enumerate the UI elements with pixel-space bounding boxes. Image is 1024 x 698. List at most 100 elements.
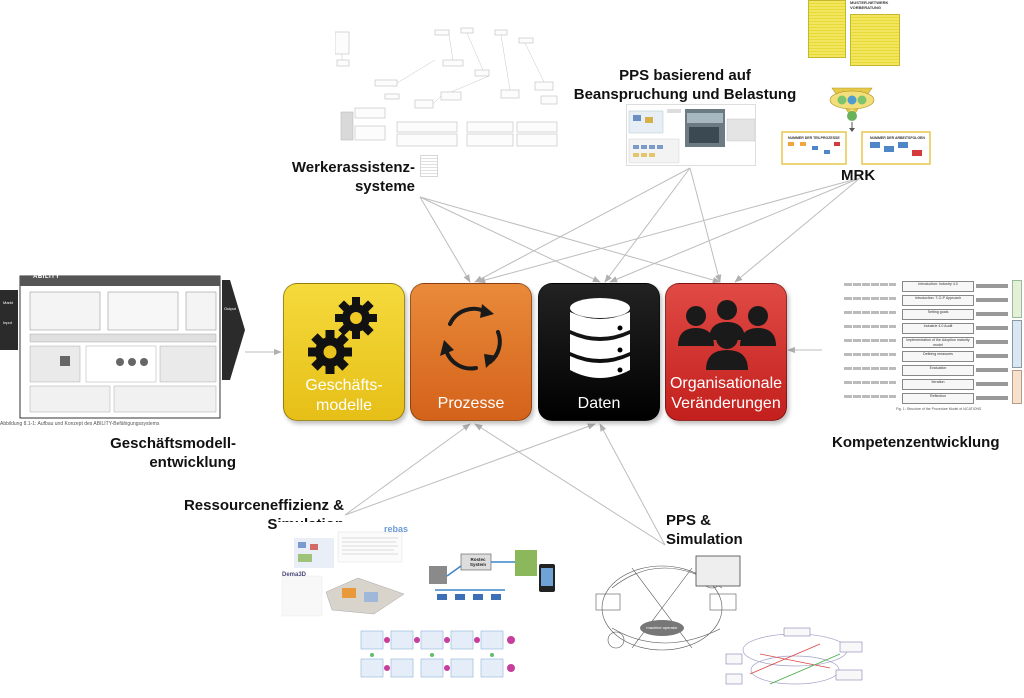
- arrow-ressourcen-daten: [344, 423, 596, 516]
- rostec-system-label: Rostec System: [469, 557, 486, 567]
- maturity-model-arrow: [976, 382, 1008, 386]
- maturity-model-note: [844, 311, 896, 314]
- caption-line1: PPS basierend auf: [619, 67, 751, 84]
- arrow-mrk-daten: [609, 177, 861, 283]
- pps-belastung-thumbnail: [626, 104, 756, 166]
- maturity-model-step: Iteration: [902, 379, 974, 390]
- machine-operator-label: machine operator: [646, 625, 678, 630]
- people-group-icon: [678, 300, 776, 370]
- maturity-model-step: Industrie 4.0 Audit: [902, 323, 974, 334]
- mrk-left-title: NUMMER DER TEILPROZESSE: [788, 136, 840, 140]
- hub-daten: Daten: [538, 283, 660, 421]
- database-icon: [570, 298, 630, 378]
- werkerassistenz-small-list: [420, 155, 438, 177]
- maturity-model-note: [844, 381, 896, 384]
- cycle-arrows-icon: [440, 304, 502, 371]
- maturity-model-step: Reflection: [902, 393, 974, 404]
- maturity-model-step: Evaluation: [902, 365, 974, 376]
- maturity-model-note: [844, 395, 896, 398]
- maturity-model-arrow: [976, 326, 1008, 330]
- arrow-werker-org: [419, 196, 721, 284]
- hub-label-line2: Veränderungen: [671, 395, 781, 412]
- caption-werkerassistenz: Werkerassistenz- systeme: [290, 158, 415, 196]
- mrk-thumbnail: NUMMER DER TEILPROZESSE NUMMER DER ARBEI…: [780, 84, 932, 166]
- arrow-werker-prozesse: [419, 196, 471, 283]
- caption-line1: Ressourceneffizienz &: [183, 497, 344, 514]
- hub-organisationale-veraenderungen: Organisationale Veränderungen: [665, 283, 787, 421]
- caption-line2: Beanspruchung und Belastung: [573, 86, 797, 103]
- arrow-werker-daten: [419, 196, 601, 283]
- maturity-model-step: Implementation of the Adoption maturity …: [902, 337, 974, 348]
- arrow-ressourcen-prozesse: [344, 423, 471, 516]
- maturity-model-step-label: Reflection: [930, 394, 946, 398]
- caption-mrk: MRK: [841, 167, 876, 184]
- maturity-model-step: Setting goals: [902, 309, 974, 320]
- ressourceneffizienz-thumbnail-2: Rostec System: [425, 546, 560, 606]
- caption-line2: entwicklung: [149, 454, 236, 471]
- maturity-model-arrow: [976, 284, 1008, 288]
- maturity-model-arrow: [976, 340, 1008, 344]
- hub-label-line1: Geschäfts-: [305, 377, 383, 394]
- caption-line1: Geschäftsmodell-: [110, 435, 236, 452]
- arrow-ppsbel-prozesse: [474, 167, 691, 283]
- maturity-model-step-label: Iteration: [931, 380, 945, 384]
- pps-simulation-thumbnail-1: machine operator: [592, 548, 742, 658]
- caption-kompetenzentwicklung: Kompetenzentwicklung: [832, 434, 1000, 451]
- hub-geschaeftsmodelle: Geschäfts- modelle: [283, 283, 405, 421]
- maturity-model-step-label: Setting goals: [927, 310, 949, 314]
- maturity-model-step-label: Evaluation: [929, 366, 947, 370]
- maturity-model-step: Introduction: T-O-P Approach: [902, 295, 974, 306]
- arrow-ppsbel-org: [689, 167, 722, 283]
- ability-figure-caption: Abbildung 8.1-1: Aufbau und Konzept des …: [0, 421, 160, 427]
- maturity-model-phase-refl: [1012, 370, 1022, 404]
- arrow-ppssim-daten: [599, 423, 666, 546]
- maturity-model-step-label: Defining measures: [923, 352, 953, 356]
- ability-tab-markt: Markt: [3, 300, 13, 305]
- caption-geschaeftsmodellentwicklung: Geschäftsmodell- entwicklung: [104, 434, 236, 472]
- arrow-ppsbel-daten: [604, 167, 691, 283]
- dema3d-logo: Dema3D: [282, 572, 307, 578]
- hub-label-line1: Organisationale: [669, 375, 783, 392]
- maturity-model-note: [844, 367, 896, 370]
- hub-prozesse: Prozesse: [410, 283, 532, 421]
- arrow-ppssim-prozesse: [474, 423, 666, 546]
- gears-icon: [308, 297, 377, 374]
- rebas-logo: rebas: [384, 524, 408, 534]
- maturity-model-note: [844, 353, 896, 356]
- hub-label: Prozesse: [437, 395, 505, 412]
- ability-tab-output: Output: [224, 306, 237, 311]
- caption-pps-simulation: PPS & Simulation: [666, 511, 743, 549]
- ressourceneffizienz-thumbnail-3: [357, 625, 533, 685]
- maturity-model-arrow: [976, 396, 1008, 400]
- maturity-model-phase-prep: [1012, 280, 1022, 318]
- ability-tab-input: Input: [3, 320, 12, 325]
- caption-pps-belastung: PPS basierend auf Beanspruchung und Bela…: [566, 66, 804, 104]
- maturity-model-phase-impl: [1012, 320, 1022, 368]
- maturity-model-step-label: Industrie 4.0 Audit: [923, 324, 953, 328]
- hub-label: Daten: [577, 395, 621, 412]
- maturity-model-note: [844, 283, 896, 286]
- maturity-model-arrow: [976, 298, 1008, 302]
- maturity-model-step: Defining measures: [902, 351, 974, 362]
- maturity-model-step: Introduction: Industry 4.0: [902, 281, 974, 292]
- arrow-mrk-org: [734, 177, 861, 283]
- maturity-model-step-label: Introduction: T-O-P Approach: [914, 296, 962, 300]
- hub-label-line2: modelle: [315, 397, 373, 414]
- werkerassistenz-flowchart-thumbnail: [335, 27, 558, 147]
- ressourceneffizienz-thumbnail-1: rebas Dema3D: [278, 522, 408, 620]
- pps-simulation-thumbnail-2: [720, 624, 870, 696]
- caption-line1: Werkerassistenz-: [291, 159, 415, 176]
- arrow-mrk-prozesse: [477, 177, 861, 284]
- ability-brand: ABILITY: [33, 274, 60, 280]
- maturity-model-step-label: Introduction: Industry 4.0: [918, 282, 958, 286]
- caption-line2: Simulation: [666, 531, 743, 548]
- maturity-model-note: [844, 297, 896, 300]
- maturity-model-step-label: Implementation of the Adoption maturity …: [906, 338, 970, 347]
- maturity-model-arrow: [976, 354, 1008, 358]
- caption-line2: systeme: [354, 178, 415, 195]
- maturity-model-note: [844, 325, 896, 328]
- caption-line1: PPS &: [666, 512, 712, 529]
